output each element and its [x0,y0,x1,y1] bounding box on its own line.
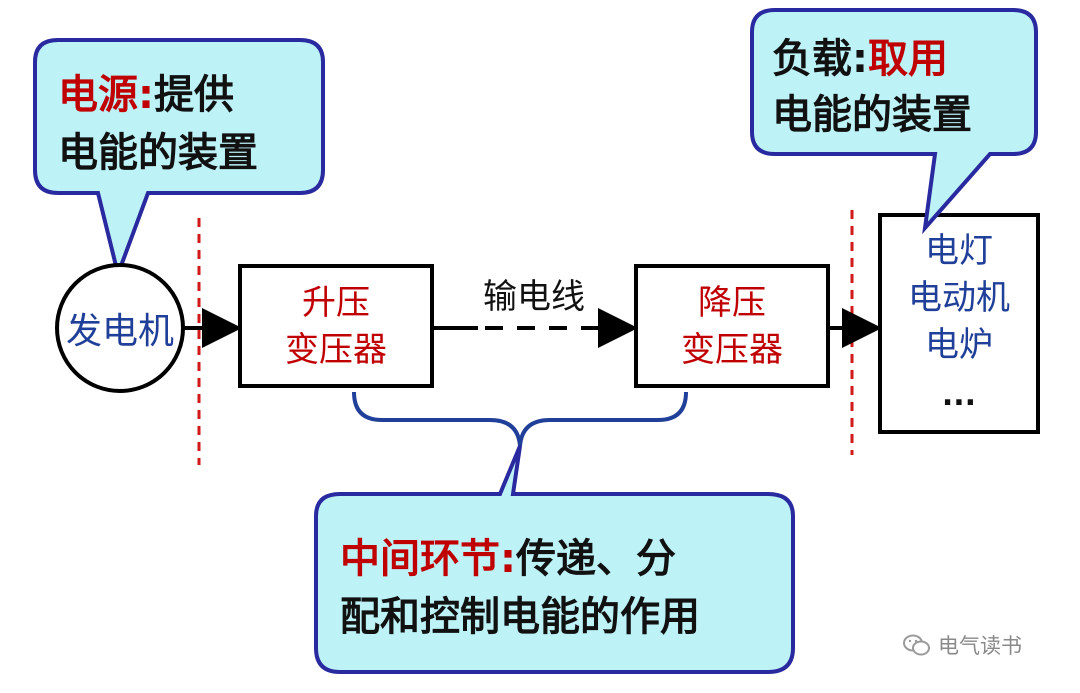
step-up-transformer-box [238,264,434,388]
load-device-1: 电灯 [925,231,993,271]
svg-text:负载:取用: 负载:取用 [772,36,948,82]
step-down-transformer-box [634,264,830,388]
load-title-red: 取用 [868,36,948,82]
source-title-red: 电源: [58,72,154,118]
svg-text:中间环节:传递、分: 中间环节:传递、分 [340,536,676,582]
intermediate-title-black: 传递、分 [515,536,676,582]
load-device-more: ... [942,378,976,413]
load-callout: 负载:取用 电能的装置 [750,8,1038,235]
generator-label: 发电机 [66,311,174,352]
wechat-icon [903,634,930,656]
source-desc: 电能的装置 [58,130,258,176]
load-device-2: 电动机 [908,278,1010,318]
transmission-line-label: 输电线 [483,277,585,317]
watermark: 电气读书 [902,630,1022,660]
load-desc: 电能的装置 [772,92,972,138]
svg-text:电源:提供: 电源:提供 [58,72,234,118]
step-up-label-2: 变压器 [285,330,387,370]
step-down-label-2: 变压器 [681,330,783,370]
load-title-black: 负载: [772,36,868,82]
intermediate-brace [352,391,688,447]
watermark-text: 电气读书 [938,634,1022,658]
intermediate-title-red: 中间环节: [340,536,516,582]
load-box [878,213,1040,434]
step-down-label-1: 降压 [698,283,766,323]
step-up-label-1: 升压 [302,283,370,323]
intermediate-desc: 配和控制电能的作用 [340,594,700,640]
source-title-black: 提供 [154,72,234,118]
intermediate-callout: 中间环节:传递、分 配和控制电能的作用 [314,445,795,674]
load-device-3: 电炉 [925,325,993,365]
source-callout: 电源:提供 电能的装置 [33,38,325,281]
